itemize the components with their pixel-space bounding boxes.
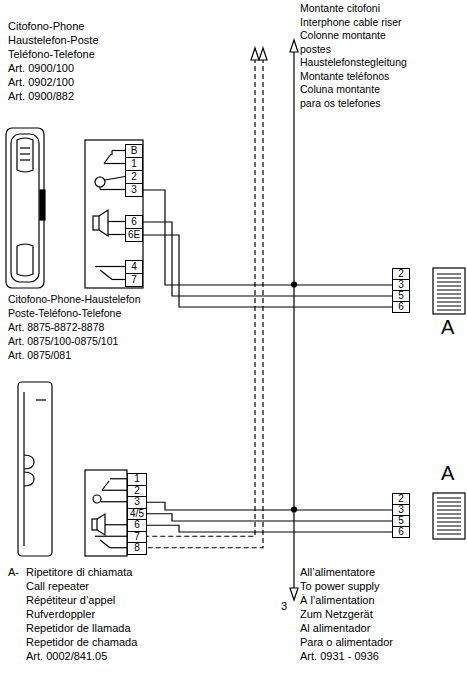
terminal-number: 6 (398, 302, 404, 312)
terminal-cell: 6E (125, 228, 143, 242)
caption-text: Colonne montante (300, 29, 386, 41)
terminal-number: 2 (131, 172, 137, 182)
terminal-strip: 2356 (392, 493, 410, 538)
caption-text: All’alimentatore (300, 566, 375, 579)
terminal-number: 7 (134, 532, 140, 542)
caption-text: Rufverdoppler (26, 608, 95, 621)
terminal-number: 6 (131, 217, 137, 227)
caption-text: Art. 0931 - 0936 (300, 650, 379, 663)
arrow-head (290, 40, 298, 52)
arrow-head (290, 588, 298, 600)
wire (147, 502, 392, 510)
terminal-number: 1 (131, 159, 137, 169)
caption-text: Art. 0900/100 (8, 62, 74, 75)
terminal-number: 6E (128, 230, 140, 240)
caption-text: Répétiteur d’appel (26, 594, 115, 607)
terminal-number: 3 (131, 185, 137, 195)
caption-text: Haustelefonstegleitung (300, 56, 407, 68)
terminal-number: 3 (134, 497, 140, 507)
terminal-number: 2 (398, 269, 404, 279)
terminal-cell: 4 (125, 260, 143, 274)
caption-text: Ripetitore di chiamata (26, 566, 132, 579)
device-letter: A (441, 316, 454, 339)
caption-text: Repetidor de chamada (26, 636, 137, 649)
phone-circuit (85, 470, 127, 556)
terminal-number: 5 (398, 516, 404, 526)
caption-text: À l’alimentation (300, 594, 375, 607)
terminal-cell: 6 (392, 301, 410, 313)
caption-text: para os telefones (300, 97, 381, 109)
terminal-number: 8 (134, 543, 140, 553)
caption-text: Art. 0900/882 (8, 90, 74, 103)
wire (143, 235, 392, 307)
caption-text: 3 (281, 600, 287, 613)
caption-text: Art. 0002/841.05 (26, 650, 107, 663)
terminal-cell: B (125, 144, 143, 158)
caption-text: Haustelefon-Poste (8, 34, 99, 47)
caption-text: Art. 0875/100-0875/101 (8, 335, 118, 347)
terminal-cell: 6 (125, 215, 143, 229)
caption-text: Interphone cable riser (300, 16, 402, 28)
caption-text: Para o alimentador (300, 636, 393, 649)
terminal-cell: 6 (392, 526, 410, 538)
terminal-number: 6 (398, 527, 404, 537)
terminal-strip: B 1 2 3 6 6E 4 7 (125, 144, 143, 287)
caption-text: Citofono-Phone-Haustelefon (8, 293, 141, 305)
terminal-cell: 7 (125, 273, 143, 287)
caption-text: A- (8, 566, 19, 579)
dashed-riser (147, 58, 263, 548)
caption-text: Repetidor de llamada (26, 622, 131, 635)
phone-handset (18, 382, 52, 556)
wire (147, 514, 392, 521)
wire (147, 525, 392, 532)
terminal-cell: 8 (127, 542, 147, 555)
arrow-head (251, 48, 259, 60)
phone-handset (6, 128, 45, 288)
caption-text: Call repeater (26, 580, 89, 593)
call-repeater (433, 493, 465, 539)
caption-text: Montante teléfonos (300, 70, 389, 82)
terminal-cell: 2 (125, 170, 143, 184)
terminal-number: 3 (398, 280, 404, 290)
wire (143, 190, 392, 285)
terminal-cell: 3 (125, 183, 143, 197)
caption-text: To power supply (300, 580, 380, 593)
caption-text: Art. 0902/100 (8, 76, 74, 89)
terminal-number: 2 (398, 494, 404, 504)
terminal-cell: 1 (125, 157, 143, 171)
terminal-number: 2 (134, 486, 140, 496)
caption-text: Citofono-Phone (8, 20, 84, 33)
caption-text: Al alimentador (300, 622, 370, 635)
caption-text: Art. 8875-8872-8878 (8, 321, 104, 333)
caption-text: postes (300, 43, 331, 55)
caption-text: Poste-Teléfono-Telefone (8, 307, 121, 319)
caption-text: Teléfono-Telefone (8, 48, 95, 61)
terminal-number: 6 (134, 520, 140, 530)
terminal-number: 4 (131, 262, 137, 272)
terminal-number: 5 (398, 291, 404, 301)
call-repeater (433, 268, 465, 314)
arrow-head (259, 48, 267, 60)
caption-text: Coluna montante (300, 83, 380, 95)
terminal-number: 3 (398, 505, 404, 515)
terminal-number: 1 (134, 474, 140, 484)
terminal-number: 4/5 (130, 509, 144, 519)
device-letter: A (441, 462, 454, 485)
wire (143, 222, 392, 296)
terminal-strip: 2356 (392, 268, 410, 313)
terminal-number: B (131, 146, 138, 156)
terminal-number: 7 (131, 275, 137, 285)
caption-text: Montante citofoni (300, 2, 380, 14)
caption-text: Art. 0875/081 (8, 349, 71, 361)
caption-text: Zum Netzgerät (300, 608, 373, 621)
terminal-strip: 1 23 4/56 78 (127, 473, 147, 555)
phone-circuit (85, 140, 143, 288)
